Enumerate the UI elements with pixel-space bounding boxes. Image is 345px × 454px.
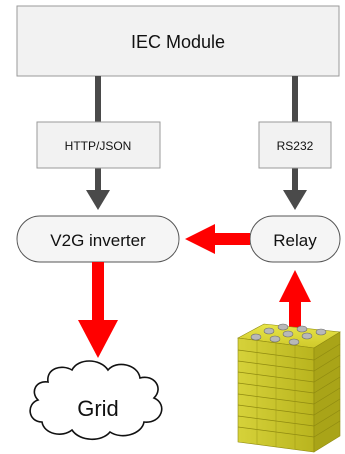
http-json-label: HTTP/JSON (65, 139, 132, 153)
v2g-inverter-label: V2G inverter (50, 231, 146, 250)
grid-label: Grid (77, 396, 119, 421)
battery-pack-image (237, 323, 341, 453)
v2g-inverter-box: V2G inverter (16, 215, 180, 263)
grid-cloud: Grid (29, 360, 163, 441)
iec-module-label: IEC Module (131, 32, 225, 52)
http-json-box: HTTP/JSON (36, 121, 161, 169)
power-arrow-relay-to-inverter (185, 224, 250, 254)
data-connector-left (86, 76, 110, 210)
relay-label: Relay (273, 231, 317, 250)
relay-box: Relay (249, 215, 341, 263)
power-arrow-battery-to-relay (279, 270, 311, 330)
rs232-box: RS232 (258, 121, 332, 169)
power-arrow-inverter-to-grid (78, 262, 118, 358)
data-connector-right (283, 76, 307, 210)
iec-module-box: IEC Module (16, 5, 340, 77)
rs232-label: RS232 (277, 139, 314, 153)
